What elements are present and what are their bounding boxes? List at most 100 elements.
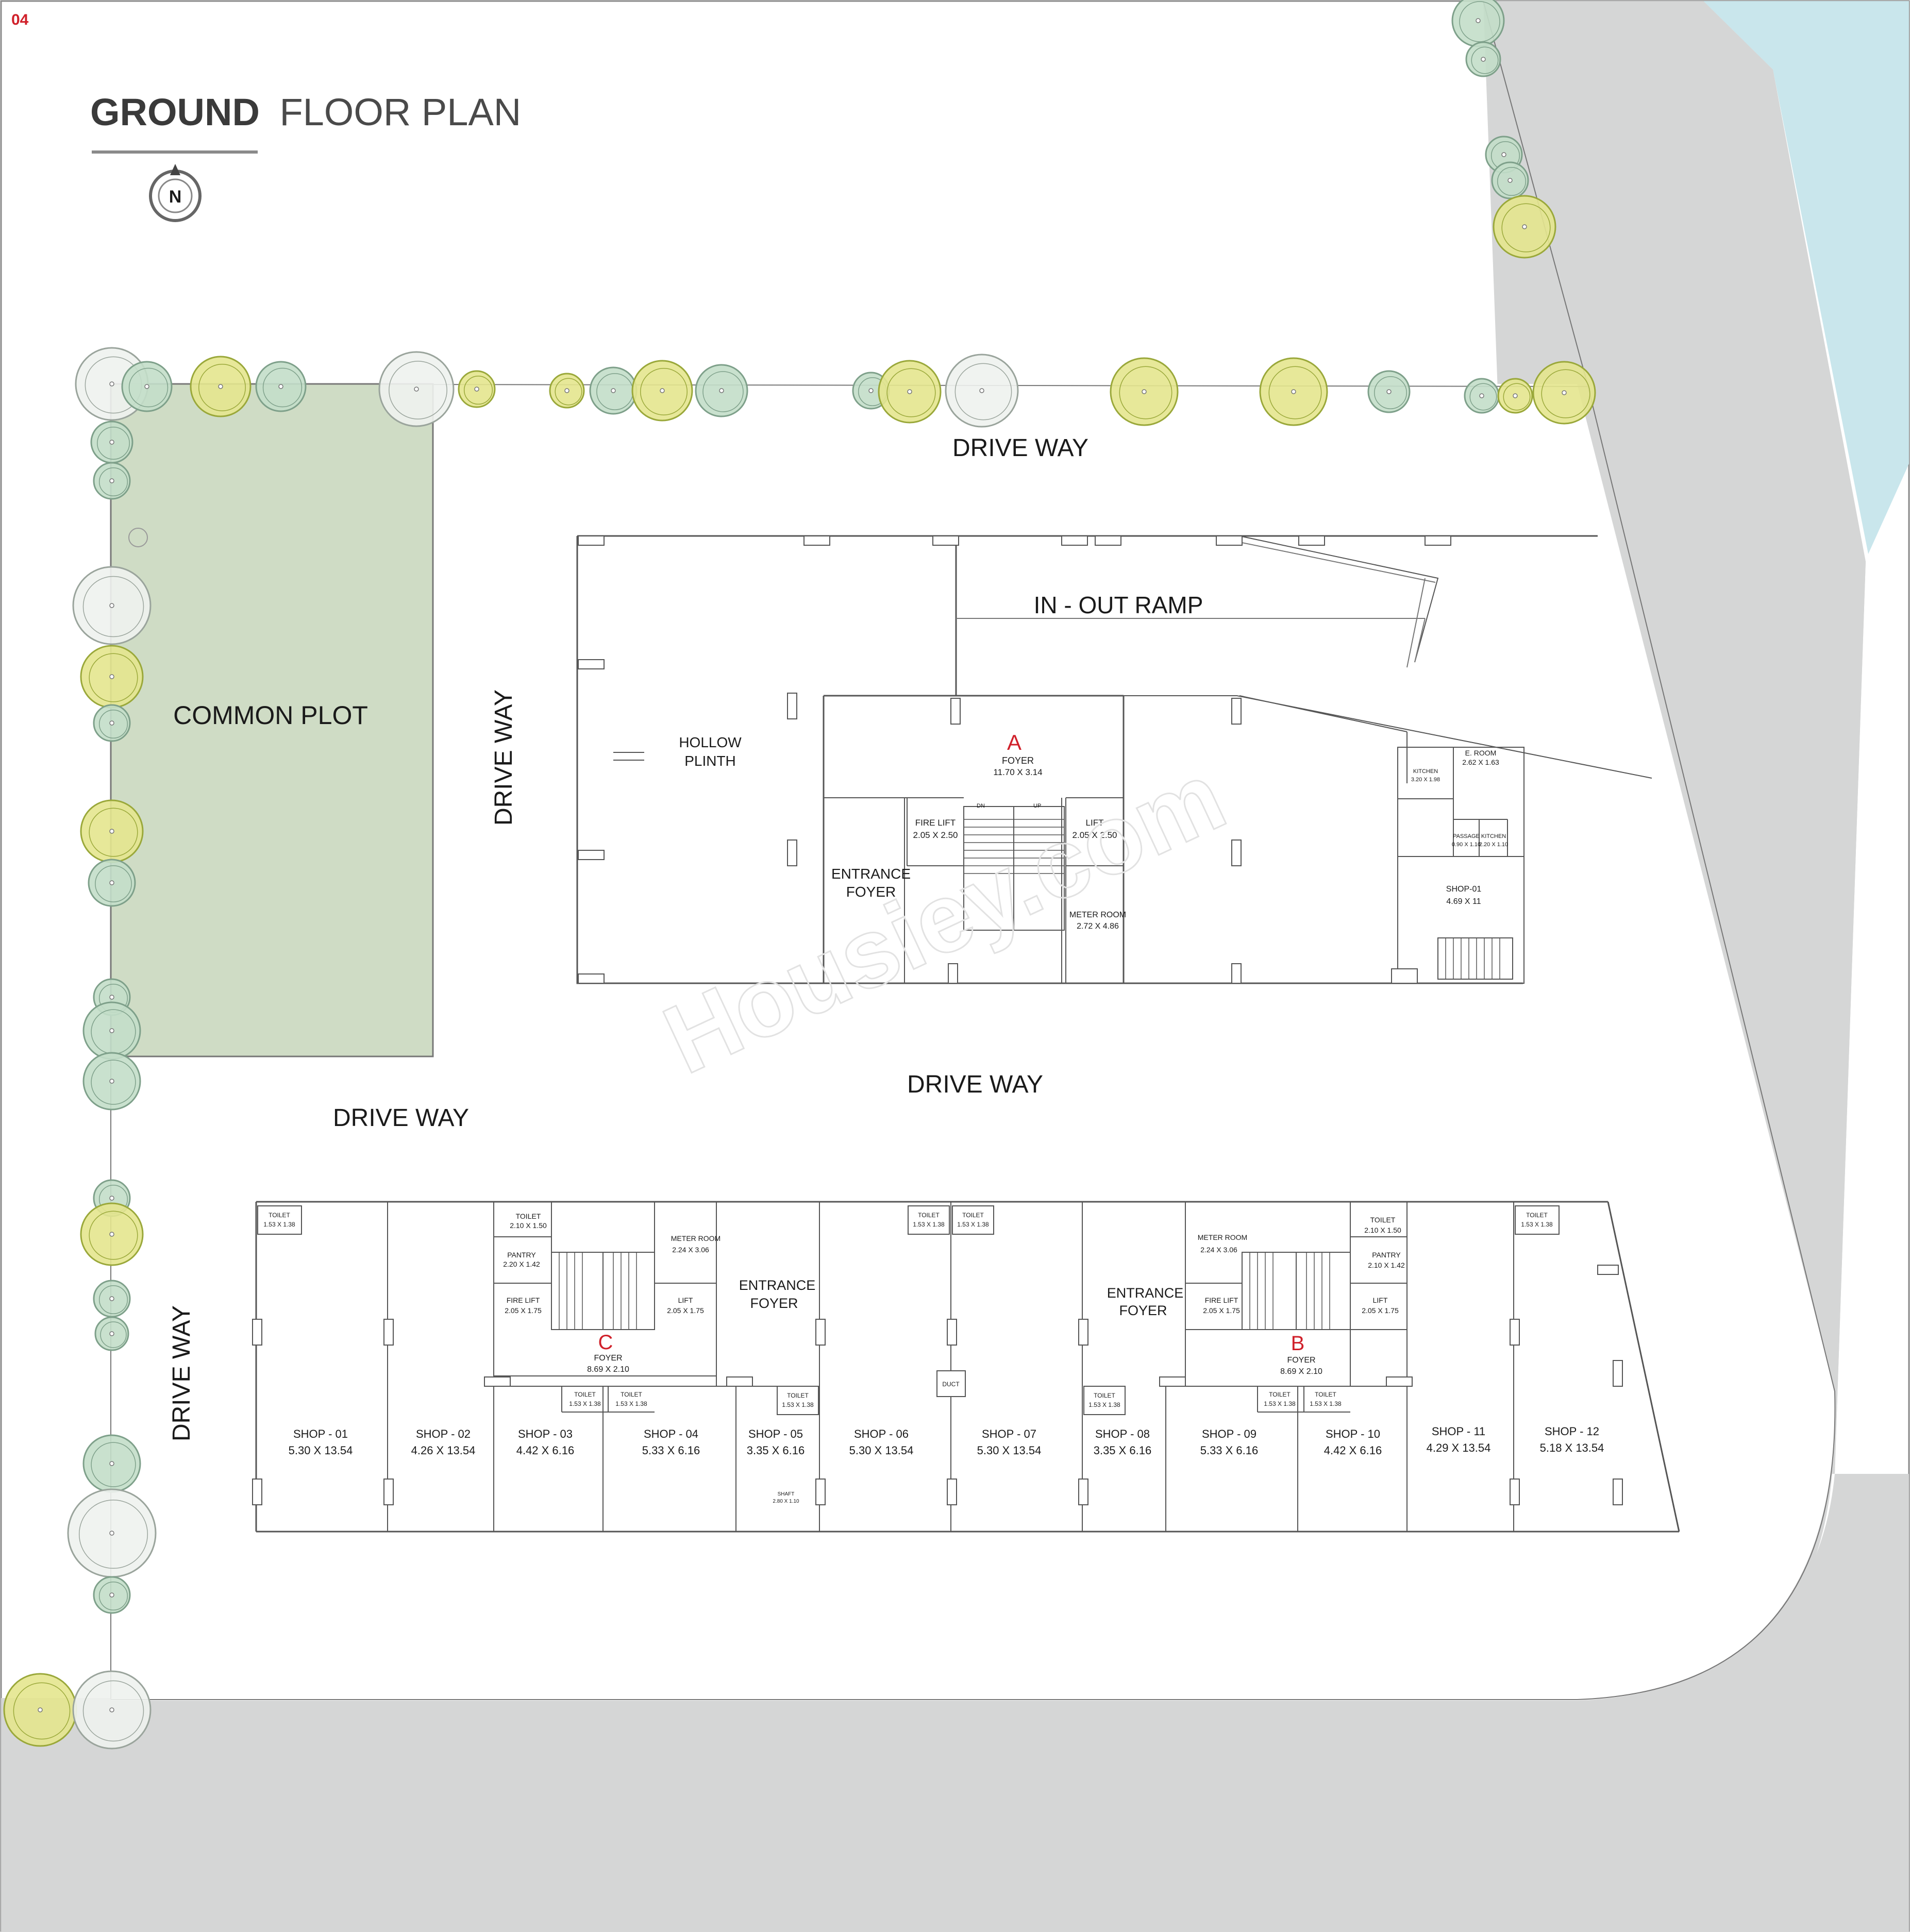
tree-trunk-dot bbox=[1507, 178, 1513, 183]
core-b-entrance-1: ENTRANCE bbox=[1107, 1285, 1184, 1301]
tree-trunk-dot bbox=[109, 995, 114, 1000]
compass-letter: N bbox=[169, 187, 182, 207]
tree-inner-ring bbox=[954, 363, 1012, 421]
tower-a-lift-label: LIFT bbox=[1086, 818, 1104, 828]
tree-trunk-dot bbox=[109, 603, 114, 608]
tree-icon bbox=[190, 356, 252, 417]
core-c-pantry-label: PANTRY bbox=[507, 1251, 536, 1259]
tree-inner-ring bbox=[13, 1682, 71, 1740]
tower-a-fire-lift-size: 2.05 X 2.50 bbox=[913, 830, 958, 840]
tree-inner-ring bbox=[98, 1285, 128, 1315]
tree-trunk-dot bbox=[474, 387, 479, 392]
tree-inner-ring bbox=[91, 1442, 136, 1487]
tower-a-stair-treads bbox=[964, 819, 1064, 874]
tower-a-foyer-size: 11.70 X 3.14 bbox=[993, 767, 1042, 777]
site-boundary-line bbox=[111, 383, 1836, 1700]
core-b-lift-size: 2.05 X 1.75 bbox=[1362, 1306, 1399, 1315]
shop-05-size: 3.35 X 6.16 bbox=[747, 1444, 805, 1457]
title-rest: FLOOR PLAN bbox=[279, 91, 521, 133]
tree-trunk-dot bbox=[109, 674, 114, 679]
shop-toilet-5-size: 1.53 X 1.38 bbox=[1088, 1401, 1120, 1408]
shop-02-size: 4.26 X 13.54 bbox=[411, 1444, 476, 1457]
ramp-label: IN - OUT RAMP bbox=[1034, 592, 1203, 618]
north-compass-icon: N bbox=[149, 164, 202, 222]
tree-icon bbox=[93, 462, 131, 500]
tree-canopy bbox=[1451, 0, 1505, 47]
shop-01-label: SHOP - 01 bbox=[293, 1427, 348, 1440]
shop-dividers bbox=[387, 1202, 1514, 1532]
tree-trunk-dot bbox=[109, 1028, 114, 1033]
tree-trunk-dot bbox=[868, 388, 874, 393]
tree-icon bbox=[88, 859, 136, 907]
core-c-meter-room-label: METER ROOM bbox=[671, 1234, 721, 1242]
core-b-toilet-size: 2.10 X 1.50 bbox=[1364, 1226, 1401, 1234]
core-b-toilet-label: TOILET bbox=[1370, 1216, 1396, 1224]
shop-01-size: 5.30 X 13.54 bbox=[289, 1444, 353, 1457]
tree-trunk-dot bbox=[109, 1196, 114, 1201]
tree-trunk-dot bbox=[1479, 393, 1484, 398]
tree-inner-ring bbox=[1503, 383, 1531, 411]
tree-inner-ring bbox=[463, 375, 493, 405]
duct-label: DUCT bbox=[942, 1381, 960, 1388]
shop-toilet-boxes bbox=[257, 1205, 1560, 1415]
shop-10-size: 4.42 X 6.16 bbox=[1324, 1444, 1382, 1457]
tree-trunk-dot bbox=[278, 384, 283, 389]
tree-trunk-dot bbox=[1386, 389, 1392, 394]
tree-inner-ring bbox=[198, 364, 246, 411]
tree-inner-ring bbox=[100, 1321, 127, 1348]
tree-trunk-dot bbox=[1142, 389, 1147, 394]
shop-toilet-6-label: TOILET bbox=[1526, 1212, 1548, 1219]
page-number: 04 bbox=[11, 11, 29, 28]
tree-icon bbox=[121, 361, 173, 412]
shop-columns bbox=[252, 1265, 1623, 1505]
shop-10-label: SHOP - 10 bbox=[1326, 1427, 1380, 1440]
tower-a-small-a-size: 3.20 X 1.98 bbox=[1411, 777, 1440, 783]
shop05-extra-label: SHAFT bbox=[778, 1491, 795, 1497]
shop05-extra-size: 2.80 X 1.10 bbox=[773, 1499, 799, 1504]
tree-icon bbox=[1493, 195, 1556, 259]
tower-a-eroom-label: E. ROOM bbox=[1465, 749, 1497, 757]
title-bold: GROUND bbox=[90, 91, 260, 133]
core-b-foyer-label: FOYER bbox=[1287, 1356, 1315, 1365]
tree-trunk-dot bbox=[109, 1531, 114, 1536]
core-b-fire-lift-label: FIRE LIFT bbox=[1205, 1296, 1238, 1304]
hollow-plinth-label-1: HOLLOW bbox=[679, 734, 742, 750]
drive-way-lower-left-label: DRIVE WAY bbox=[333, 1104, 469, 1132]
tree-inner-ring bbox=[1374, 376, 1407, 409]
tree-icon bbox=[80, 799, 144, 863]
tree-icon bbox=[255, 361, 307, 412]
shop-07-label: SHOP - 07 bbox=[982, 1427, 1036, 1440]
tree-trunk-dot bbox=[1476, 18, 1481, 23]
tree-trunk-dot bbox=[109, 478, 114, 483]
core-c-toilet-label: TOILET bbox=[516, 1212, 541, 1220]
tree-inner-ring bbox=[78, 1499, 148, 1569]
tree-trunk-dot bbox=[414, 387, 419, 392]
drive-way-center-label: DRIVE WAY bbox=[907, 1071, 1043, 1098]
road-bottom bbox=[1, 1474, 1909, 1932]
core-b-foyer-size: 8.69 X 2.10 bbox=[1280, 1367, 1322, 1376]
tower-a-up: UP bbox=[1033, 803, 1041, 809]
tree-trunk-dot bbox=[660, 388, 665, 393]
tree-trunk-dot bbox=[109, 1592, 114, 1598]
tree-icon bbox=[1259, 357, 1328, 426]
core-b-toilet-r-label: TOILET bbox=[1315, 1391, 1336, 1398]
shop-03-label: SHOP - 03 bbox=[518, 1427, 573, 1440]
tree-icon bbox=[945, 354, 1019, 428]
tree-icon bbox=[1497, 378, 1533, 414]
tree-trunk-dot bbox=[1291, 389, 1296, 394]
tree-icon bbox=[1367, 370, 1411, 413]
core-c-foyer-label: FOYER bbox=[594, 1354, 622, 1363]
shop-03-size: 4.42 X 6.16 bbox=[516, 1444, 575, 1457]
tree-inner-ring bbox=[262, 367, 303, 408]
shop-06-size: 5.30 X 13.54 bbox=[849, 1444, 914, 1457]
core-c-entrance-1: ENTRANCE bbox=[739, 1278, 816, 1293]
tree-inner-ring bbox=[82, 576, 144, 637]
core-c-foyer-size: 8.69 X 2.10 bbox=[587, 1365, 629, 1374]
core-c-fire-lift-label: FIRE LIFT bbox=[507, 1296, 540, 1304]
tree-trunk-dot bbox=[1562, 390, 1567, 395]
tree-icon bbox=[378, 351, 455, 427]
tree-trunk-dot bbox=[109, 1232, 114, 1237]
tree-icon bbox=[695, 364, 748, 417]
tower-a-meter-room-size: 2.72 X 4.86 bbox=[1077, 922, 1119, 931]
